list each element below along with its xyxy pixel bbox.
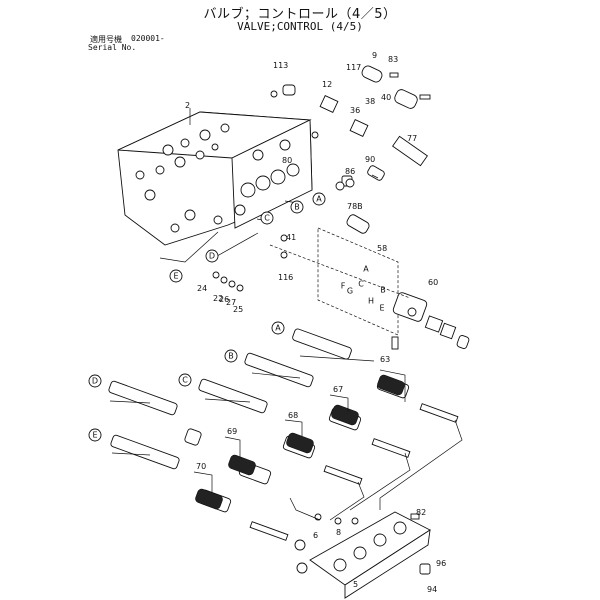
spool-c — [198, 378, 363, 485]
part-label: 70 — [196, 462, 206, 471]
part-label: 83 — [388, 55, 398, 64]
part-label: 40 — [381, 93, 391, 102]
part-label: 80 — [282, 156, 292, 165]
part-label: 69 — [227, 427, 237, 436]
reference-letter: A — [363, 265, 369, 274]
part-label: 22 — [213, 294, 223, 303]
part-label: 94 — [427, 585, 437, 594]
part-label: 90 — [365, 155, 375, 164]
upper-fittings — [282, 65, 431, 234]
part-label: 116 — [278, 273, 293, 282]
part-label: 117 — [346, 63, 361, 72]
valve-body-assembly — [117, 111, 313, 246]
part-label: 96 — [436, 559, 446, 568]
reference-marker: B — [294, 203, 300, 212]
part-label: 41 — [286, 233, 296, 242]
reference-marker: A — [275, 324, 281, 333]
part-label: 58 — [377, 244, 387, 253]
serial-number-value: 020001- — [131, 34, 165, 43]
part-label: 60 — [428, 278, 438, 287]
reference-letter: B — [380, 286, 386, 295]
page-title-japanese: バルブ；コントロール（4／5） — [203, 7, 397, 22]
serial-label-english: Serial No. — [88, 43, 137, 52]
serial-label-japanese: 適用号機 — [90, 35, 122, 44]
reference-marker: E — [173, 272, 178, 281]
part-label: 38 — [365, 97, 375, 106]
part-label: 6 — [313, 531, 318, 540]
reference-marker: C — [264, 214, 270, 223]
reference-marker: B — [228, 352, 234, 361]
spool-set — [108, 328, 459, 541]
spool-e — [110, 434, 289, 541]
reference-marker: C — [182, 376, 188, 385]
page-title-english: VALVE;CONTROL (4/5) — [237, 20, 363, 33]
reference-letter: C — [358, 280, 364, 289]
part-label: 12 — [322, 80, 332, 89]
reference-marker: D — [209, 252, 215, 261]
spring-cover-assembly — [294, 511, 431, 599]
seals-and-fasteners — [212, 90, 359, 525]
part-label: 86 — [345, 167, 355, 176]
part-number-labels: 2 5 6 8 9 12 22 24 25 26 27 36 38 40 41 … — [185, 51, 446, 594]
valve-body-ports — [135, 123, 300, 233]
part-label: 77 — [407, 134, 417, 143]
reference-letter: F — [341, 282, 346, 291]
reference-letter: G — [347, 287, 353, 296]
part-label: 24 — [197, 284, 207, 293]
reference-letter: E — [379, 304, 384, 313]
part-label: 36 — [350, 106, 360, 115]
pilot-block-assembly — [317, 227, 470, 350]
letter-reference-markers: A B C D E A B C D E A B C E F G H — [88, 192, 386, 442]
part-label: 9 — [372, 51, 377, 60]
part-label: 8 — [336, 528, 341, 537]
part-label: 113 — [273, 61, 288, 70]
springs — [195, 374, 405, 510]
part-label: 27 — [226, 298, 236, 307]
part-label: 78B — [347, 202, 363, 211]
spool-b — [244, 352, 411, 458]
spool-a — [292, 328, 459, 423]
part-label: 63 — [380, 355, 390, 364]
part-label: 67 — [333, 385, 343, 394]
reference-marker: D — [92, 377, 98, 386]
part-label: 5 — [353, 580, 358, 589]
reference-marker: A — [316, 195, 322, 204]
part-label: 82 — [416, 508, 426, 517]
part-label: 26 — [219, 295, 229, 304]
part-label: 25 — [233, 305, 243, 314]
reference-marker: E — [92, 431, 97, 440]
part-label: 2 — [185, 101, 190, 110]
part-label: 68 — [288, 411, 298, 420]
reference-letter: H — [368, 297, 374, 306]
